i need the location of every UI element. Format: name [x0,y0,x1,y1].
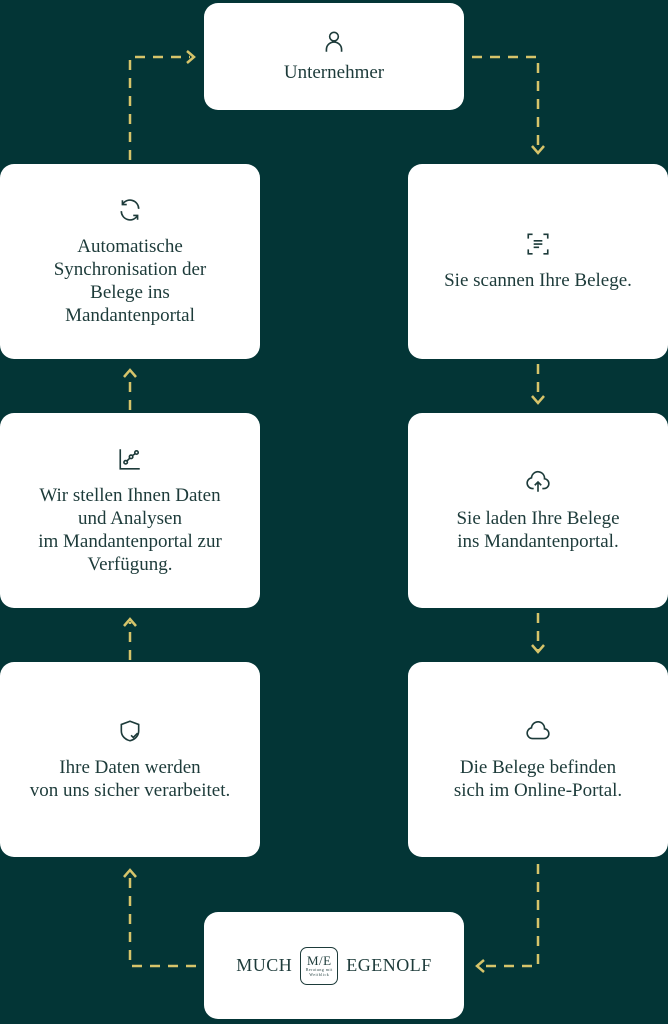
shield-check-icon [120,719,140,742]
node-scannen: Sie scannen Ihre Belege. [408,164,668,359]
much-egenolf-logo: MUCH M/E Beratung mit Weitblick EGENOLF [204,912,464,1019]
arrow-top-to-right [472,55,540,150]
arrow-left-to-top [128,55,190,160]
node-analysen: Wir stellen Ihnen Daten und Analysen im … [0,413,260,608]
node-label: Automatische Synchronisation der Belege … [53,235,207,326]
node-label: Wir stellen Ihnen Daten und Analysen im … [38,484,222,575]
node-sync: Automatische Synchronisation der Belege … [0,164,260,359]
node-label: Unternehmer [283,62,385,83]
logo-tagline: Beratung mit Weitblick [305,967,333,977]
sync-icon [120,198,140,221]
logo-text-right: EGENOLF [346,955,432,975]
chart-icon [119,448,140,470]
cloud-upload-icon [526,470,550,492]
user-icon [325,31,343,52]
node-sicher: Ihre Daten werden von uns sicher verarbe… [0,662,260,857]
logo-mark: M/E Beratung mit Weitblick [300,946,339,985]
node-online-portal: Die Belege befinden sich im Online-Porta… [408,662,668,857]
logo-mark-letters: M/E [306,953,332,968]
scan-icon [527,233,549,255]
cloud-icon [526,720,550,739]
arrow-bottom-to-left [128,874,196,968]
node-unternehmer: Unternehmer [204,3,464,110]
node-hochladen: Sie laden Ihre Belege ins Mandantenporta… [408,413,668,608]
node-label: Die Belege befinden sich im Online-Porta… [453,756,623,801]
node-label: Ihre Daten werden von uns sicher verarbe… [29,756,231,801]
node-label: Sie laden Ihre Belege ins Mandantenporta… [456,507,620,552]
arrow-right-to-bottom [480,864,540,968]
node-label: Sie scannen Ihre Belege. [444,270,632,291]
logo-text-left: MUCH [236,955,293,975]
